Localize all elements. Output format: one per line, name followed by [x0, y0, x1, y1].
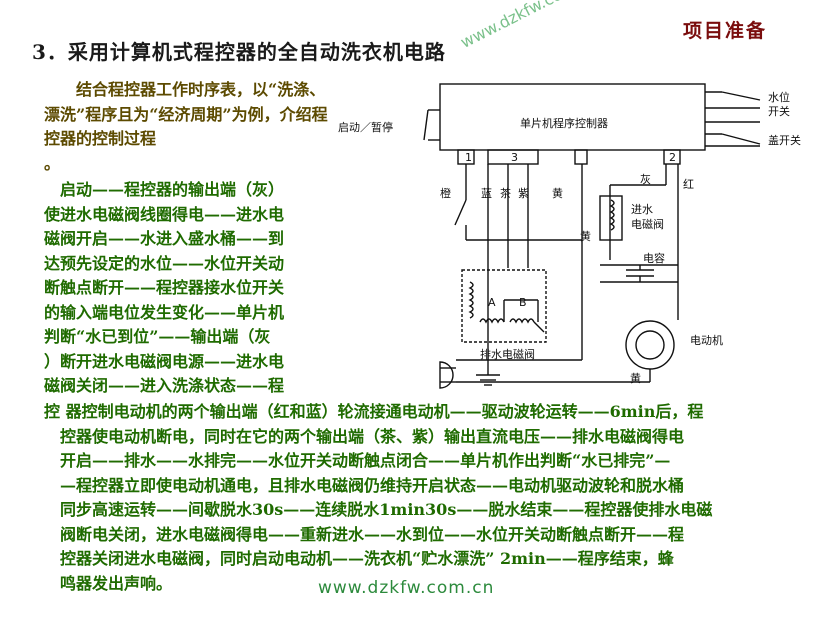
para-line: 启动——程控器的输出端（灰） — [44, 180, 285, 199]
para-line: 同步高速运转——间歇脱水30s——连续脱水1min30s——脱水结束——程控器使… — [44, 500, 713, 519]
intro-trailing-dot: 。 — [44, 153, 61, 173]
water-level-label-1: 水位 — [768, 90, 790, 104]
wire-blue: 蓝 — [481, 187, 492, 200]
para-line: 控 器控制电动机的两个输出端（红和蓝）轮流接通电动机——驱动波轮运转——6min… — [44, 402, 704, 421]
drain-valve-label: 排水电磁阀 — [480, 347, 535, 361]
process-paragraph-left: 启动——程控器的输出端（灰） 使进水电磁阀线圈得电——进水电 磁阀开启——水进入… — [44, 178, 334, 399]
para-line: 鸣器发出声响。 — [44, 573, 173, 593]
page-title: 3．采用计算机式程控器的全自动洗衣机电路 — [32, 40, 446, 64]
para-line: 使进水电磁阀线圈得电——进水电 — [44, 204, 285, 224]
para-line: 达预先设定的水位——水位开关动 — [44, 253, 285, 273]
controller-label: 单片机程序控制器 — [520, 116, 608, 130]
para-line: 阀断电关闭，进水电磁阀得电——重新进水——水到位——水位开关动断触点断开——程 — [44, 524, 685, 544]
inlet-valve-label-1: 进水 — [631, 203, 653, 216]
wire-yellow-a: 黄 — [552, 186, 563, 200]
wire-red: 红 — [683, 178, 694, 191]
para-line: 开启——排水——水排完——水位开关动断触点闭合——单片机作出判断“水已排完”— — [44, 451, 671, 470]
coil-a: A — [488, 296, 496, 309]
inlet-valve-label-2: 电磁阀 — [631, 217, 664, 231]
terminal-2: 2 — [669, 151, 676, 164]
lid-switch-label: 盖开关 — [768, 133, 801, 147]
section-tag: 项目准备 — [683, 20, 768, 42]
coil-b: B — [519, 296, 527, 309]
para-line: 磁阀开启——水进入盛水桶——到 — [44, 229, 285, 248]
para-line: 磁阀关闭——进入洗涤状态——程 — [44, 376, 285, 395]
water-level-label-2: 开关 — [768, 104, 790, 118]
para-line: —程控器立即使电动机通电，且排水电磁阀仍维持开启状态——电动机驱动波轮和脱水桶 — [44, 475, 685, 495]
wire-purple: 紫 — [518, 187, 529, 200]
watermark-bottom: www.dzkfw.com.cn — [318, 578, 495, 598]
wire-gray: 灰 — [640, 172, 651, 186]
wire-orange: 橙 — [440, 186, 451, 200]
para-line: 判断“水已到位”——输出端（灰 — [44, 327, 271, 346]
para-line: 控器关闭进水电磁阀，同时启动电动机——洗衣机“贮水漂洗” 2min——程序结束，… — [44, 549, 674, 568]
intro-text: 结合程控器工作时序表，以“洗涤、漂洗”程序且为“经济周期”为例，介绍程控器的控制… — [44, 80, 328, 148]
terminal-3: 3 — [511, 151, 518, 164]
capacitor-label: 电容 — [643, 251, 665, 265]
para-line: 断触点断开——程控器接水位开关 — [44, 278, 285, 297]
controller-box — [439, 83, 706, 151]
start-pause-label: 启动／暂停 — [338, 120, 393, 134]
para-line: ）断开进水电磁阀电源——进水电 — [44, 351, 285, 371]
terminal-1: 1 — [465, 151, 472, 164]
intro-paragraph: 结合程控器工作时序表，以“洗涤、漂洗”程序且为“经济周期”为例，介绍程控器的控制… — [44, 78, 334, 176]
motor-label: 电动机 — [690, 333, 723, 347]
wire-yellow-b: 黄 — [580, 229, 591, 243]
para-line: 控器使电动机断电，同时在它的两个输出端（茶、紫）输出直流电压——排水电磁阀得电 — [44, 426, 685, 446]
wire-yellow-c: 黄 — [630, 371, 641, 385]
para-line: 的输入端电位发生变化——单片机 — [44, 302, 285, 322]
wire-brown: 茶 — [500, 187, 511, 200]
process-paragraph-full: 控 器控制电动机的两个输出端（红和蓝）轮流接通电动机——驱动波轮运转——6min… — [44, 400, 799, 596]
